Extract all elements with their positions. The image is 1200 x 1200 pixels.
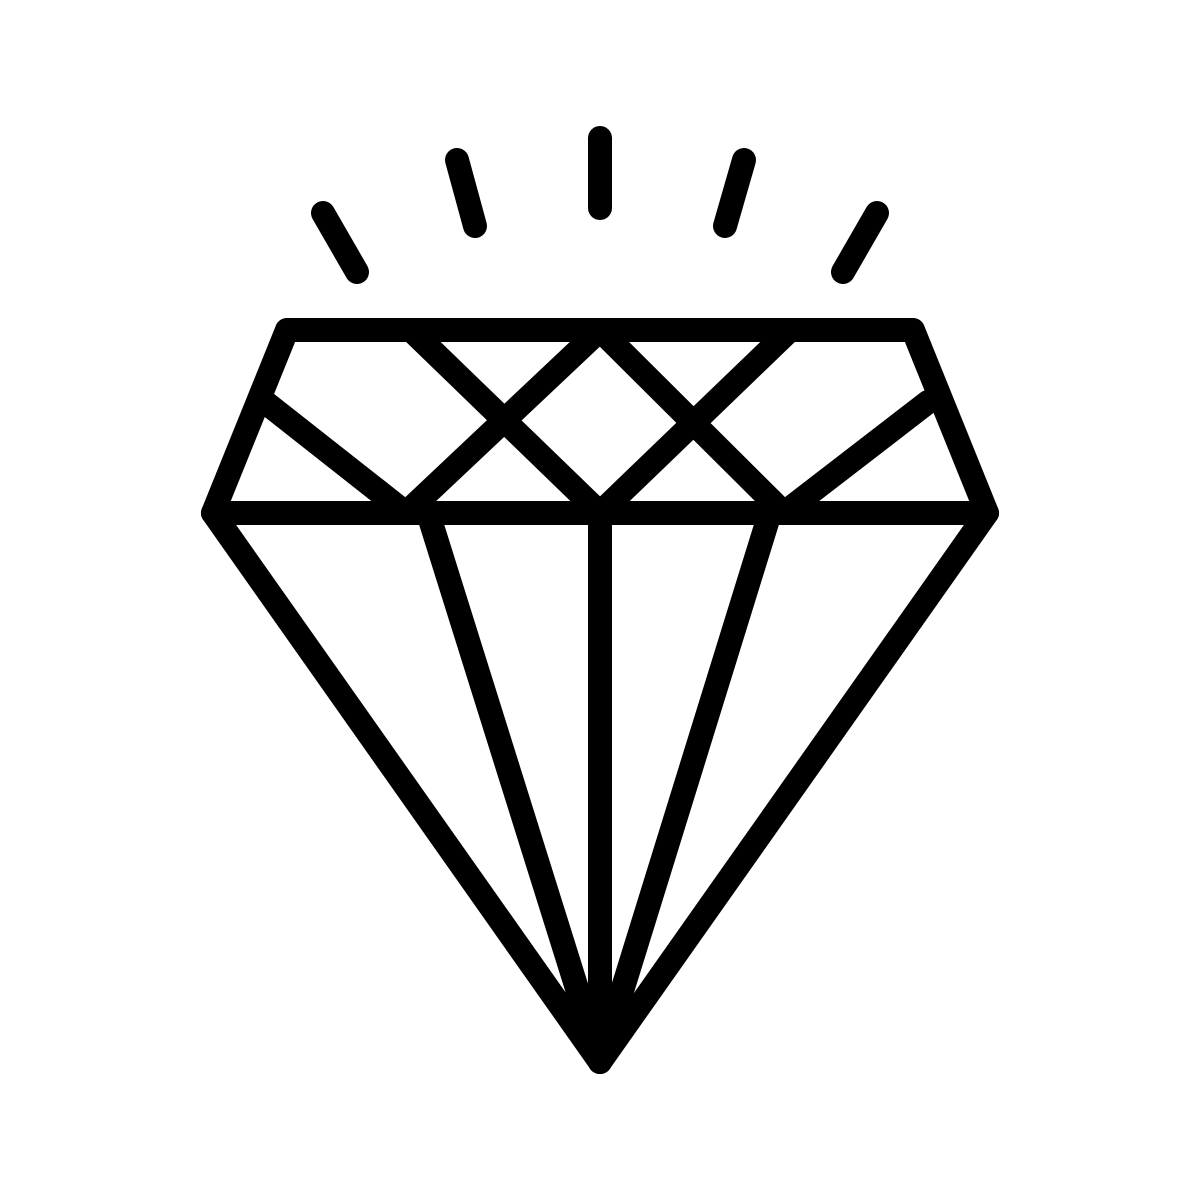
pavilion-facet-line (588, 501, 782, 1074)
crown-facets (253, 318, 940, 525)
pavilion-facets (416, 501, 782, 1074)
sparkle-ray (445, 148, 487, 238)
sparkle-ray (311, 201, 369, 284)
crown-facet-line (253, 318, 940, 525)
diamond-outline (201, 318, 999, 1074)
sparkle-ray (831, 201, 889, 284)
sparkle-rays (311, 126, 889, 284)
crown-facet-line (399, 318, 802, 525)
sparkle-ray (713, 148, 756, 238)
pavilion-facet-line (416, 501, 612, 1074)
